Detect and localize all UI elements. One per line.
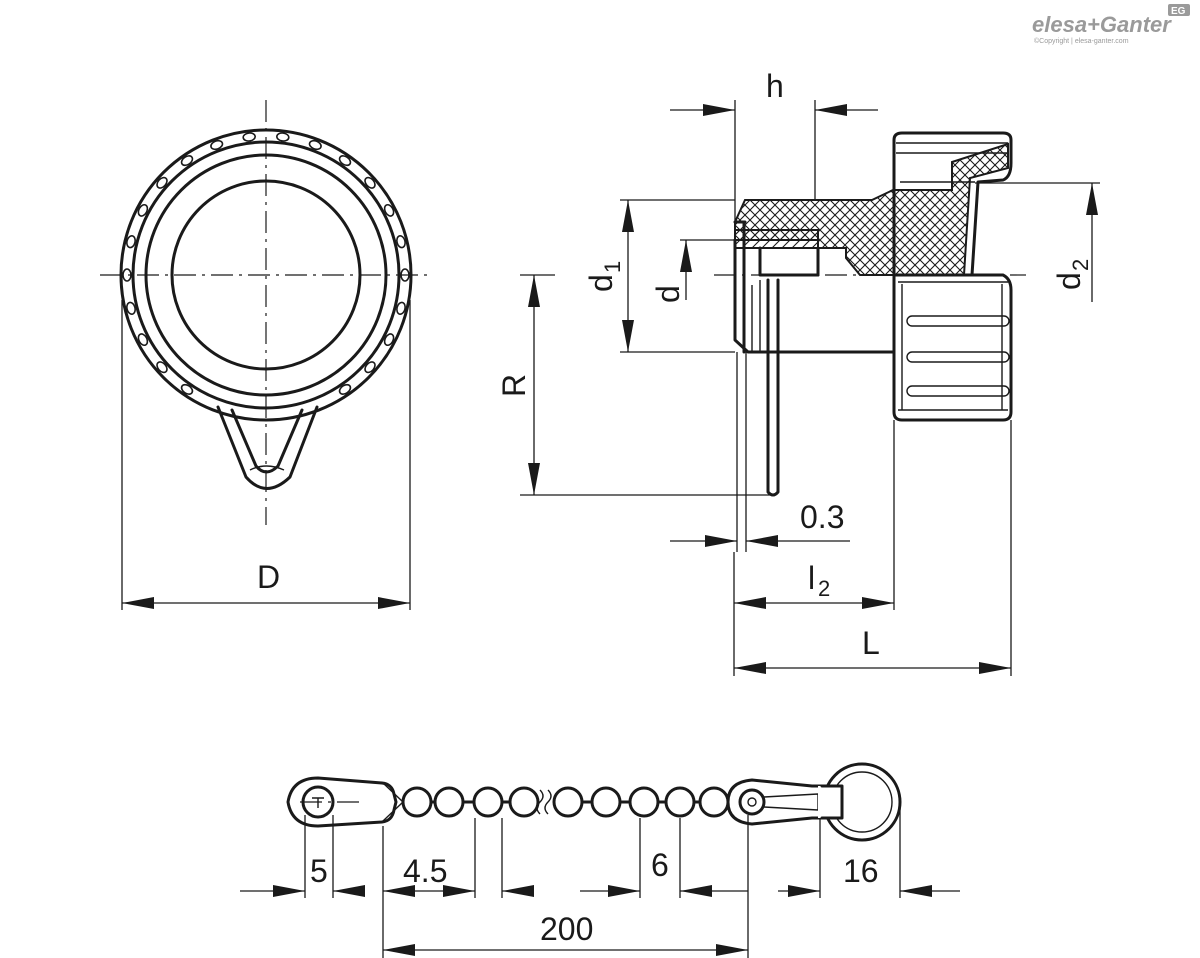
chain-ball (552, 786, 584, 818)
head-upper-section (892, 131, 1013, 277)
logo-badge (1168, 4, 1190, 16)
hatched-section (734, 142, 1009, 276)
knurl-groove (364, 176, 376, 189)
label-gap: 0.3 (800, 499, 844, 535)
knurl-groove (180, 155, 194, 167)
chain-end-eyelet (286, 776, 398, 828)
knurl-groove (308, 139, 322, 151)
knurl-groove (383, 333, 395, 347)
chain-ball (508, 786, 540, 818)
knurl-groove (364, 361, 376, 374)
knurl-groove (396, 234, 406, 249)
knurl-groove (126, 234, 136, 249)
label-length: 200 (540, 911, 593, 947)
knurl-groove (396, 301, 406, 316)
knurl-groove (210, 139, 224, 151)
label-l2: l (808, 560, 815, 596)
front-view: D (100, 100, 432, 610)
label-D: D (257, 559, 280, 595)
knurl-groove (338, 383, 352, 395)
chain-ball (401, 786, 433, 818)
tether-loop-outer (216, 405, 319, 490)
chain-balls (401, 786, 730, 818)
chain-ball (590, 786, 622, 818)
knurl-grooves (122, 132, 410, 395)
label-d1: d (583, 274, 619, 292)
label-d: d (650, 285, 686, 303)
knurl-groove (156, 361, 168, 374)
chain-ball (433, 786, 465, 818)
label-d2: d (1051, 272, 1087, 290)
label-L: L (862, 625, 880, 661)
knurl-groove (156, 176, 168, 189)
chain-ball (628, 786, 660, 818)
chain-ball (664, 786, 696, 818)
knurl-groove (276, 132, 290, 142)
knurl-groove (137, 333, 149, 347)
copyright-text: ©Copyright | elesa-ganter.com (1034, 37, 1129, 45)
label-hole: 5 (310, 853, 328, 889)
head-knurl-grooves (898, 281, 1010, 411)
label-ring: 16 (843, 853, 879, 889)
chain-ball (472, 786, 504, 818)
label-h: h (766, 68, 784, 104)
logo-text: elesa+Ganter (1032, 12, 1172, 37)
cap-shank (733, 238, 896, 354)
label-d1-sub: 1 (600, 261, 625, 273)
section-view: h d 1 d d 2 R (496, 68, 1100, 676)
knurl-groove (338, 155, 352, 167)
logo-badge-text: EG (1171, 6, 1186, 17)
label-pitch: 6 (651, 847, 669, 883)
knurl-groove (180, 383, 194, 395)
head-lower-knurled (892, 273, 1013, 422)
label-R: R (496, 374, 532, 397)
knurl-groove (242, 132, 256, 142)
chain-ball (698, 786, 730, 818)
knurl-groove (383, 203, 395, 217)
label-l2-sub: 2 (818, 576, 830, 601)
chain-break-mark (536, 789, 544, 815)
knurl-groove (126, 301, 136, 316)
chain-view: 5 4.5 6 16 200 (240, 762, 960, 958)
chain-connector (726, 778, 842, 826)
label-ball: 4.5 (403, 853, 447, 889)
knurl-groove (137, 203, 149, 217)
tether-pin (766, 278, 780, 497)
brand-logo: elesa+Ganter EG ©Copyright | elesa-gante… (1032, 4, 1190, 45)
label-d2-sub: 2 (1068, 259, 1093, 271)
